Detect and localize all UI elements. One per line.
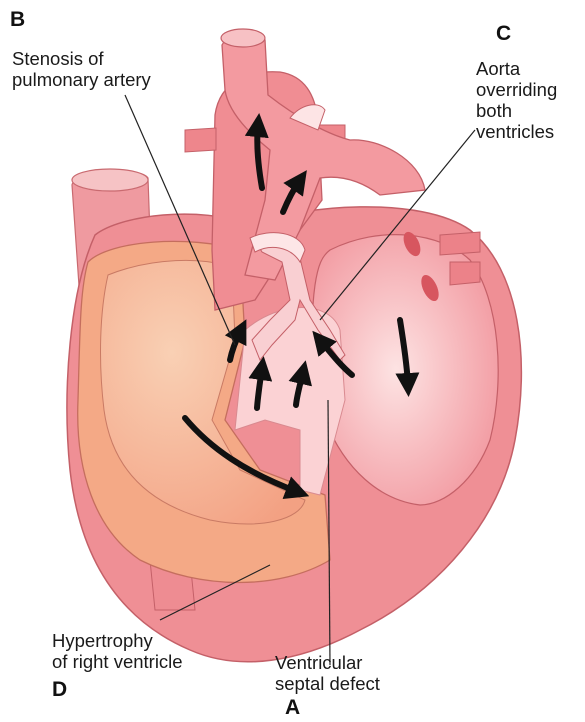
label-b-letter: B (10, 8, 25, 32)
pulmonary-branch-left (185, 128, 216, 152)
label-d-text: Hypertrophy of right ventricle (52, 630, 183, 672)
aorta-opening (221, 29, 265, 47)
label-b-text: Stenosis of pulmonary artery (12, 48, 151, 90)
vena-cava-opening (72, 169, 148, 191)
label-a-text: Ventricular septal defect (275, 652, 380, 694)
label-a-letter: A (285, 696, 300, 720)
label-d-letter: D (52, 678, 67, 702)
label-c-text: Aorta overriding both ventricles (476, 58, 557, 142)
label-c-letter: C (496, 22, 511, 46)
